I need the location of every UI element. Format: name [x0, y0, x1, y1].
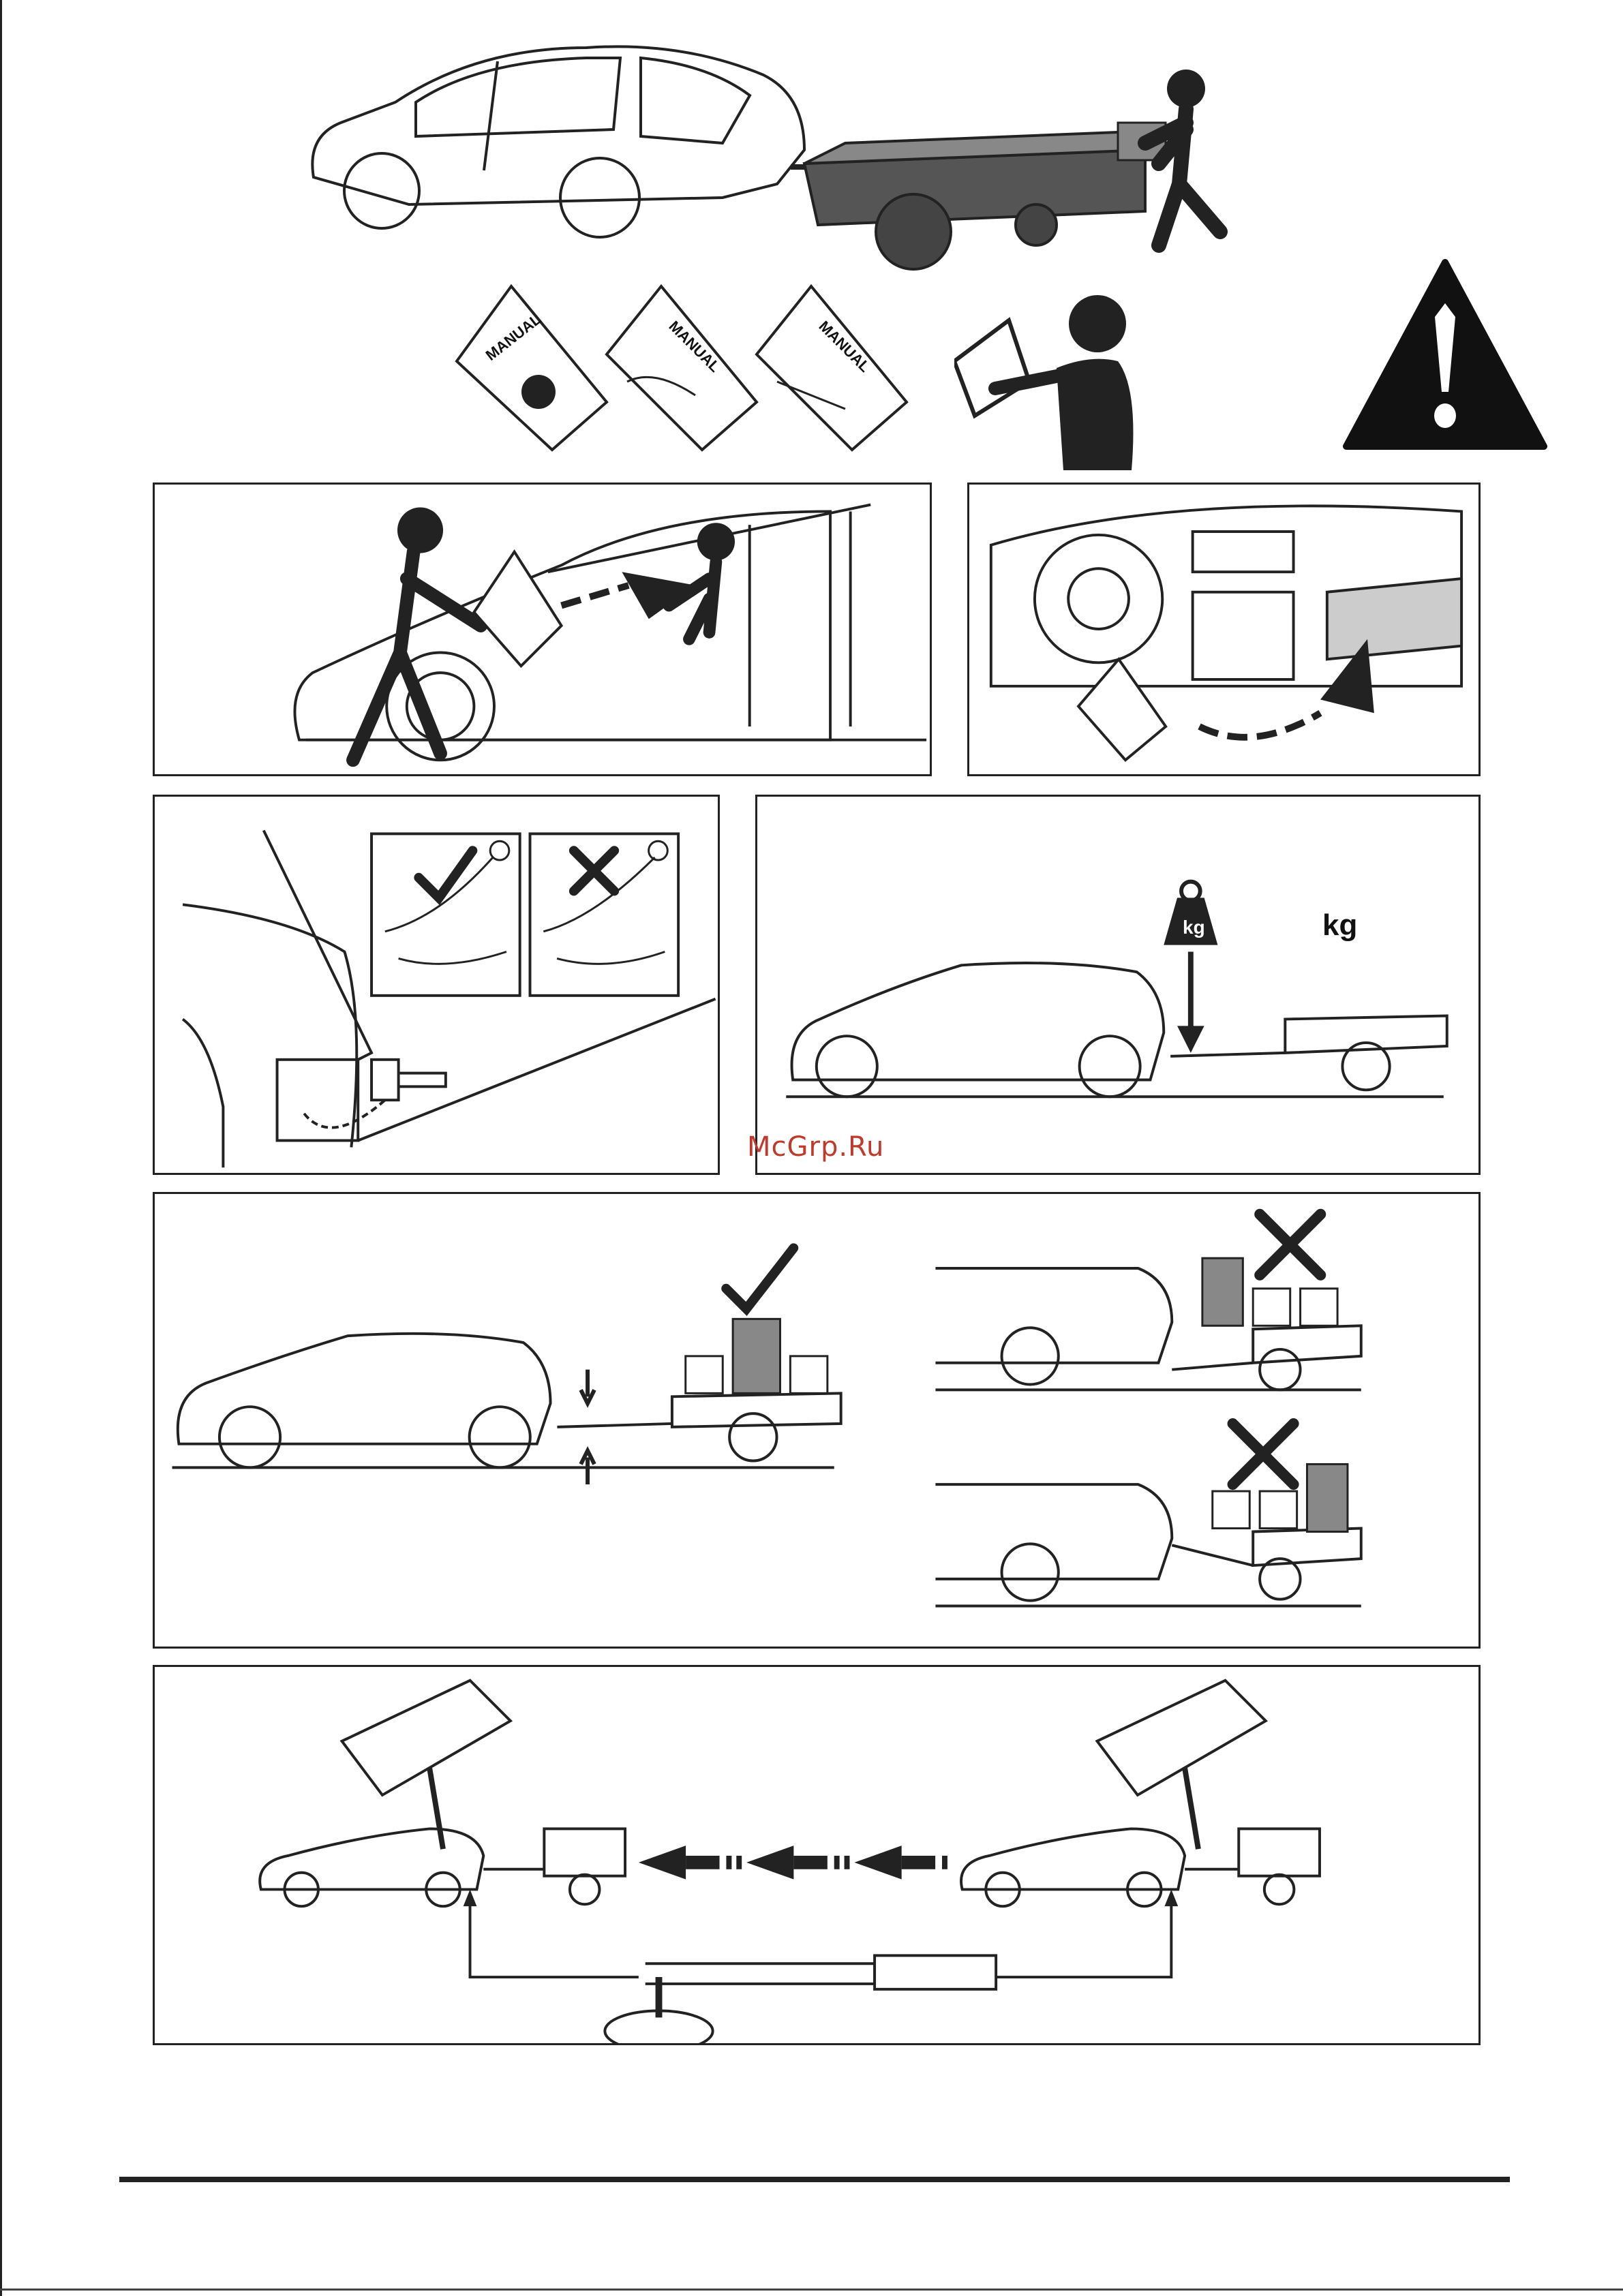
panel-load-distribution	[153, 1192, 1481, 1649]
warning-triangle-icon	[1339, 256, 1551, 453]
page-left-border	[0, 0, 2, 2296]
weight-label-right: kg	[1322, 908, 1357, 943]
weight-label-left: kg	[1183, 917, 1205, 938]
watermark-text: McGrp.Ru	[747, 1131, 884, 1163]
car-trailer-loading-illustration	[300, 27, 1241, 286]
panel-headlight-adjustment	[153, 1665, 1481, 2045]
bottom-page-rule	[0, 2289, 1623, 2291]
manual-book-trailer: MANUAL	[757, 286, 907, 450]
panel-glovebox-storage	[967, 483, 1481, 776]
panel-vertical-load	[755, 795, 1481, 1175]
footer-rule	[119, 2177, 1510, 2182]
panel-hand-over-manual	[153, 483, 932, 776]
manual-book-car: MANUAL	[607, 286, 757, 450]
manuals-group: MANUAL MANUAL MANUAL	[450, 279, 913, 463]
person-reading-icon	[954, 293, 1145, 470]
panel-towbar-lock-check	[153, 795, 720, 1175]
manual-book-towbar: MANUAL	[457, 286, 607, 450]
